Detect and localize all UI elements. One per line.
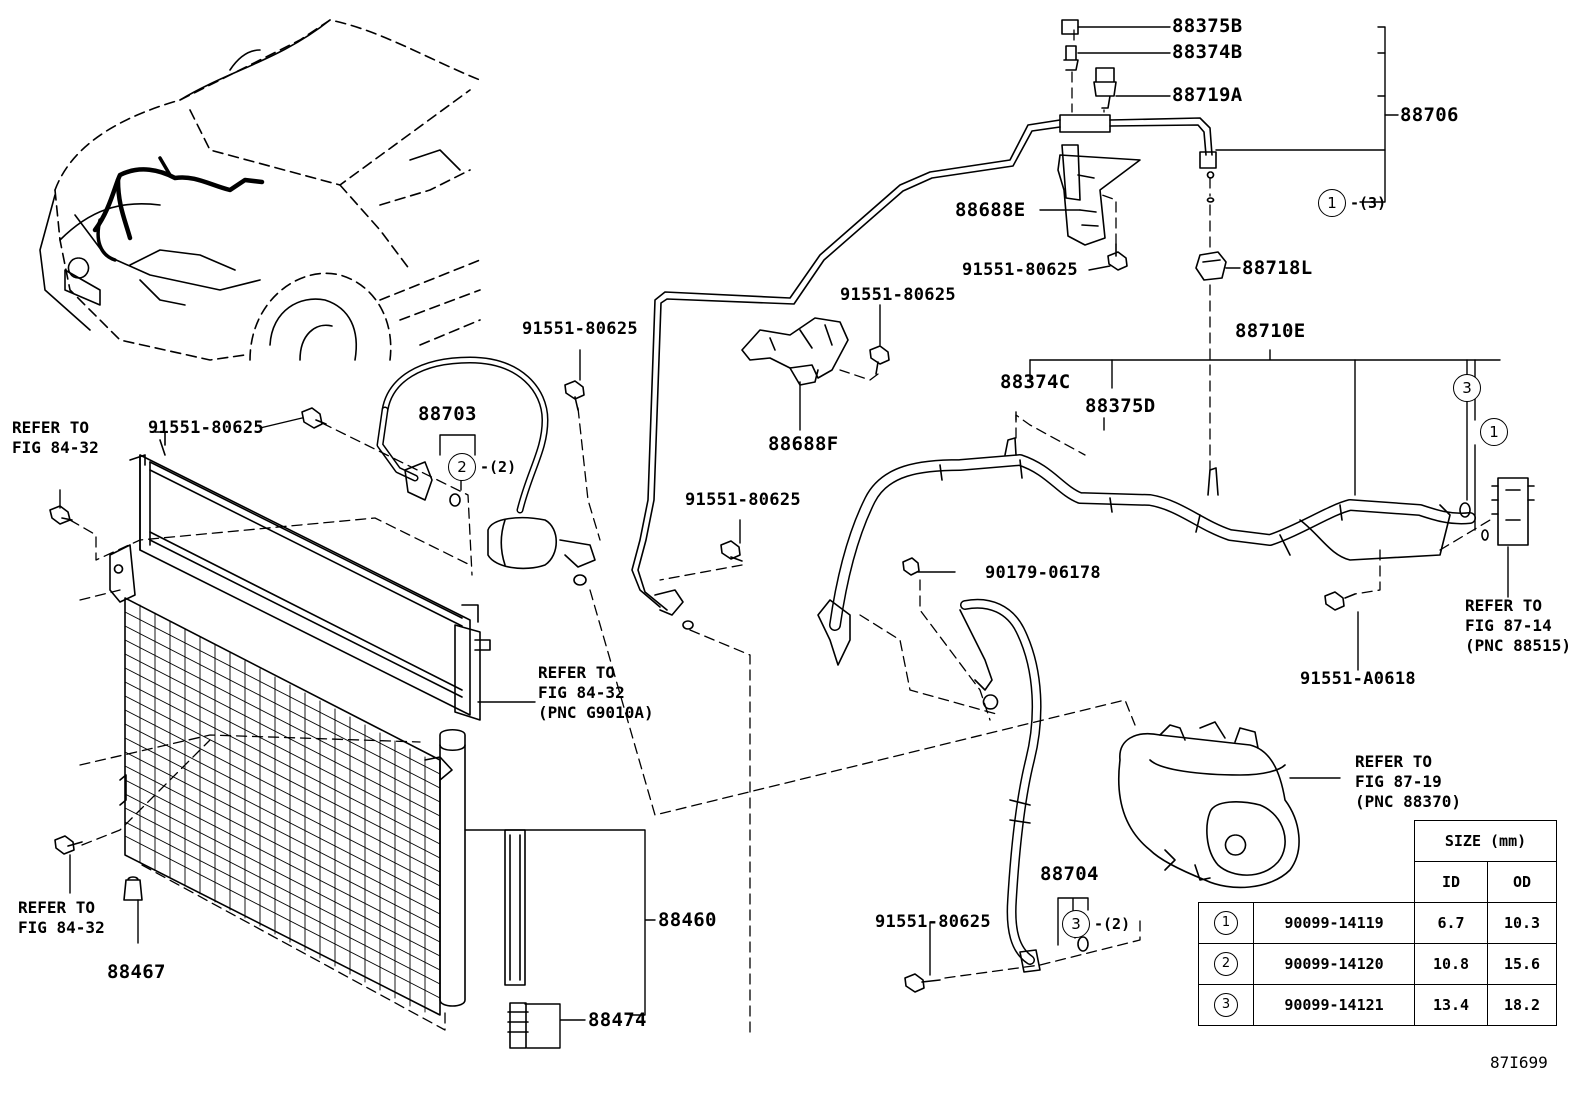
- o-ring-callout-3: 3: [1062, 910, 1090, 938]
- row-id: 13.4: [1414, 984, 1488, 1026]
- row-id: 10.8: [1414, 943, 1488, 985]
- pipe-88706: [631, 19, 1217, 616]
- cap-88718L: [1195, 251, 1227, 281]
- label-bolt-91551-80625: 91551-80625: [962, 260, 1078, 280]
- label-nut-90179-06178: 90179-06178: [985, 563, 1101, 583]
- bolt-icons: [49, 243, 1356, 993]
- row-part-number: 90099-14120: [1253, 943, 1415, 985]
- expansion-valve: [1491, 477, 1535, 546]
- label-88688E: 88688E: [955, 199, 1026, 221]
- label-88719A: 88719A: [1172, 84, 1243, 106]
- vehicle-front-illustration: [39, 19, 481, 361]
- bracket-88688F: [741, 317, 849, 386]
- label-bolt-91551-80625: 91551-80625: [840, 285, 956, 305]
- desiccant-bag-88474: [504, 829, 529, 1049]
- label-88374B: 88374B: [1172, 41, 1243, 63]
- label-88703: 88703: [418, 403, 477, 425]
- label-88718L: 88718L: [1242, 257, 1313, 279]
- size-header: SIZE (mm): [1414, 820, 1557, 862]
- assembly-dashed-lines: [69, 29, 1491, 1036]
- row-key: 1: [1214, 911, 1238, 935]
- hose-88703: [376, 356, 596, 570]
- bracket-88688E: [1057, 144, 1141, 246]
- label-88706: 88706: [1400, 104, 1459, 126]
- o-ring-size-table: SIZE (mm) ID OD 1 90099-14119 6.7 10.3 2…: [1198, 820, 1557, 1026]
- label-88688F: 88688F: [768, 433, 839, 455]
- o-ring-qty: -(3): [1350, 194, 1387, 212]
- row-od: 10.3: [1487, 902, 1557, 944]
- row-od: 15.6: [1487, 943, 1557, 985]
- table-row: 2 90099-14120 10.8 15.6: [1198, 943, 1557, 985]
- label-88460: 88460: [658, 909, 717, 931]
- o-ring-qty: -(2): [480, 458, 517, 476]
- table-row: 3 90099-14121 13.4 18.2: [1198, 984, 1557, 1026]
- o-ring-qty: -(2): [1094, 915, 1131, 933]
- label-88474: 88474: [588, 1009, 647, 1031]
- compressor: [1117, 721, 1300, 889]
- label-88704: 88704: [1040, 863, 1099, 885]
- row-id: 6.7: [1414, 902, 1488, 944]
- row-part-number: 90099-14119: [1253, 902, 1415, 944]
- column-header-id: ID: [1414, 861, 1488, 903]
- column-header-od: OD: [1487, 861, 1557, 903]
- label-bolt-91551-80625: 91551-80625: [875, 912, 991, 932]
- label-88375D: 88375D: [1085, 395, 1156, 417]
- leader-lines: [59, 26, 1509, 1049]
- hose-88704: [959, 598, 1042, 973]
- o-ring-callout-1: 1: [1480, 418, 1508, 446]
- label-88374C: 88374C: [1000, 371, 1071, 393]
- label-bolt-91551-80625: 91551-80625: [685, 490, 801, 510]
- label-88375B: 88375B: [1172, 15, 1243, 37]
- label-bolt-91551-A0618: 91551-A0618: [1300, 669, 1416, 689]
- row-part-number: 90099-14121: [1253, 984, 1415, 1026]
- table-row: 1 90099-14119 6.7 10.3: [1198, 902, 1557, 944]
- plug-88467: [123, 876, 143, 901]
- figure-code: 87I699: [1490, 1053, 1548, 1072]
- label-bolt-91551-80625: 91551-80625: [148, 418, 264, 438]
- hose-88710E: [817, 437, 1476, 666]
- row-od: 18.2: [1487, 984, 1557, 1026]
- label-88467: 88467: [107, 961, 166, 983]
- label-bolt-91551-80625: 91551-80625: [522, 319, 638, 339]
- o-ring-callout-1: 1: [1318, 189, 1346, 217]
- label-88710E: 88710E: [1235, 320, 1306, 342]
- radiator-assembly: [129, 431, 491, 721]
- o-rings: [449, 493, 1489, 952]
- row-key: 3: [1214, 993, 1238, 1017]
- o-ring-callout-2: 2: [448, 453, 476, 481]
- row-key: 2: [1214, 952, 1238, 976]
- o-ring-callout-3: 3: [1453, 374, 1481, 402]
